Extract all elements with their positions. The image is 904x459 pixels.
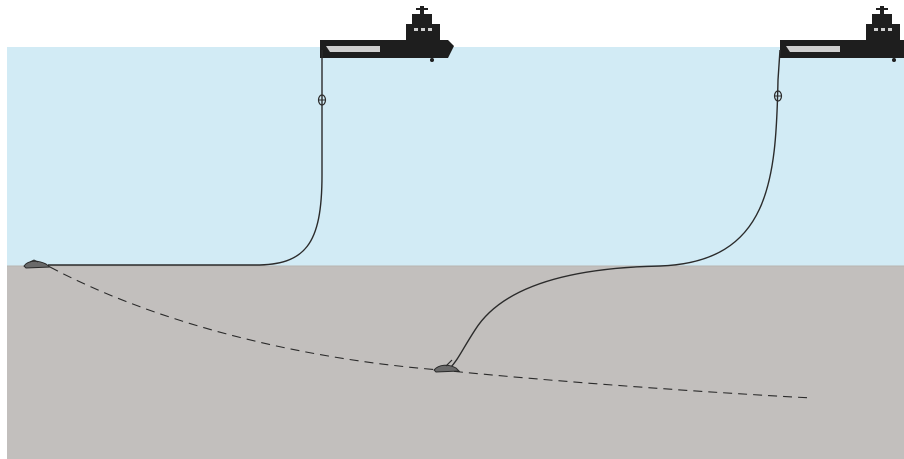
- water-column: [7, 47, 904, 266]
- sky: [0, 0, 904, 47]
- seabed: [7, 266, 904, 459]
